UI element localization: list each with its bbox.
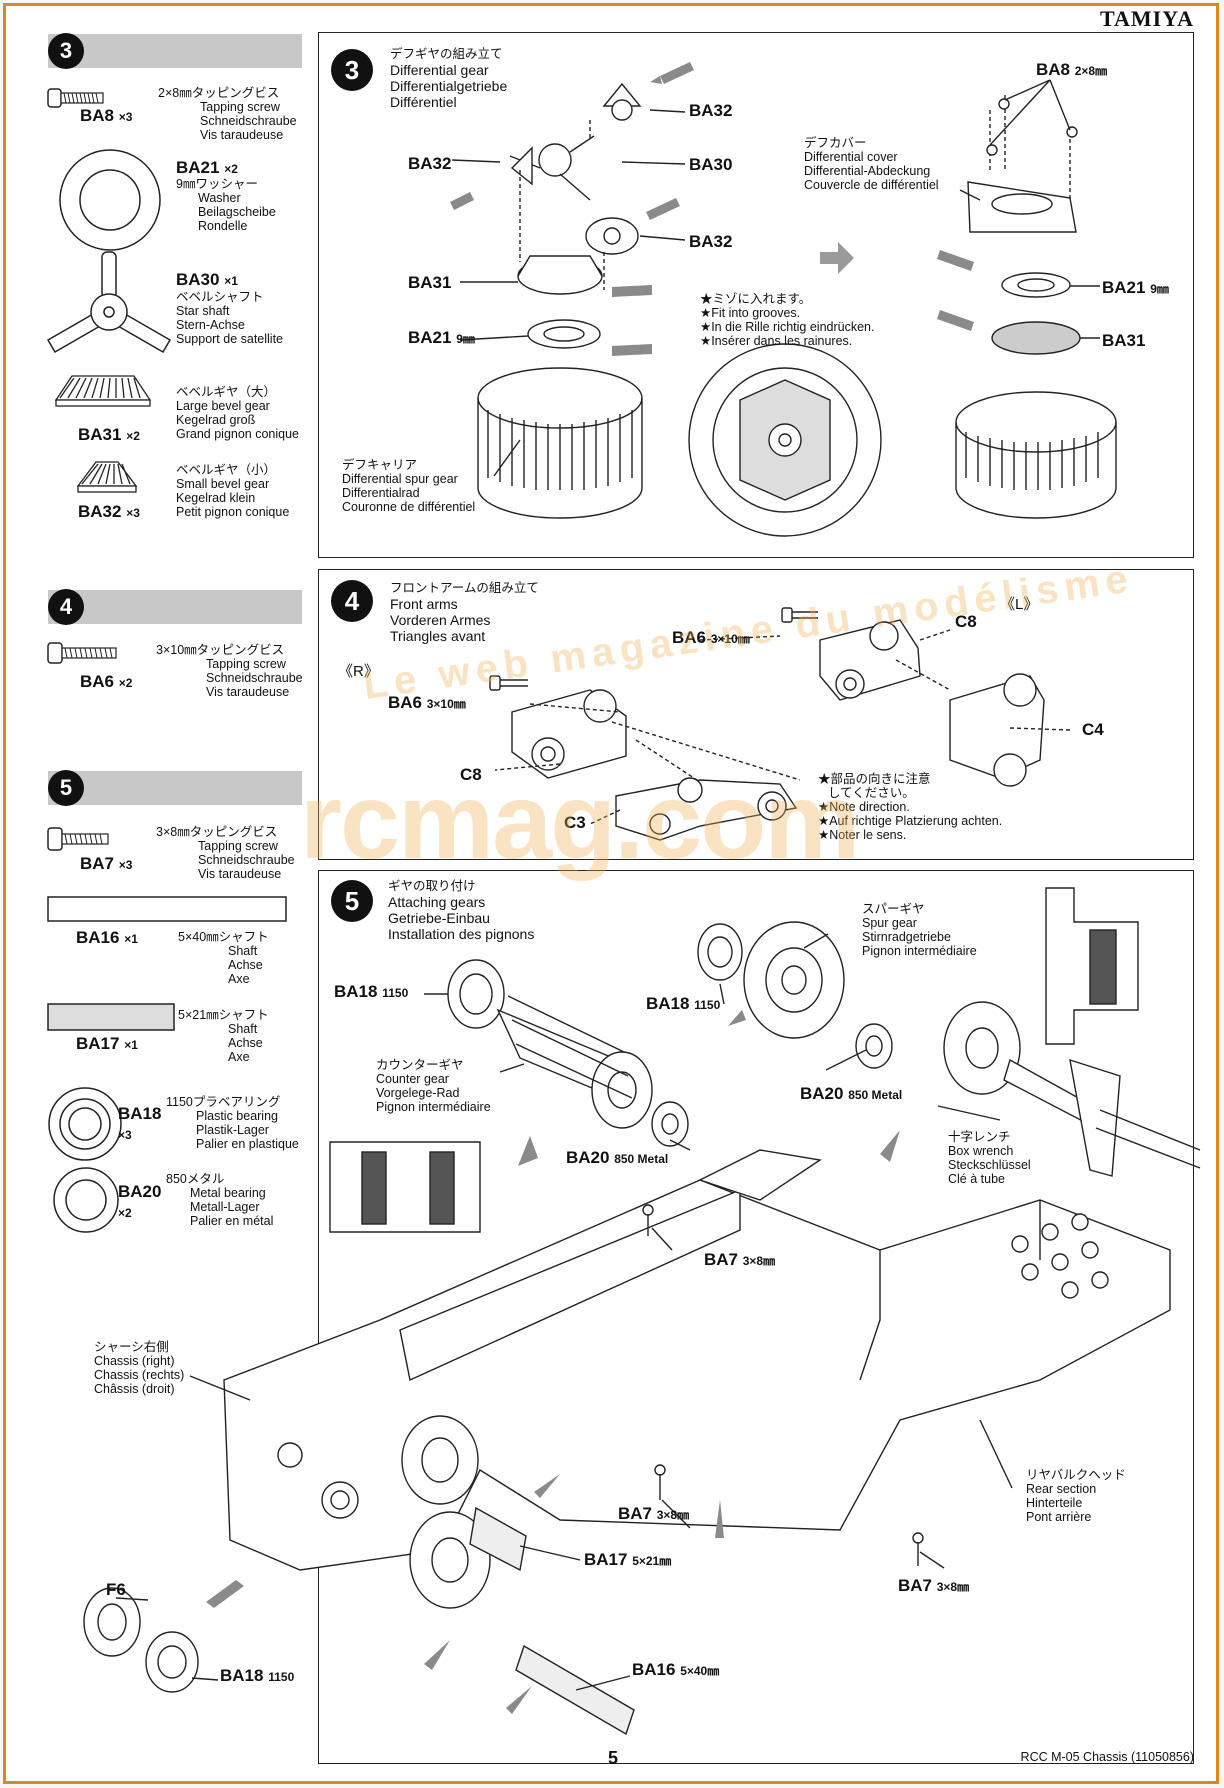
step5-label-ba7-a: BA7 3×8㎜ — [704, 1250, 776, 1269]
step5-label-ba18-c: BA18 1150 — [220, 1666, 295, 1685]
footer-title: RCC M-05 Chassis (11050856) — [1020, 1750, 1194, 1764]
part-desc-ba18: 1150プラベアリング Plastic bearing Plastik-Lage… — [166, 1095, 299, 1151]
step3-label-ba8: BA8 2×8㎜ — [1036, 60, 1108, 79]
step4-left-mark: 《L》 — [1000, 596, 1039, 613]
step4-label-ba6-upper: BA6 3×10㎜ — [672, 628, 750, 647]
washer-icon — [59, 149, 161, 251]
sidebar-step3-header — [48, 34, 302, 68]
part-code-ba32: BA32 ×3 — [78, 502, 140, 521]
part-desc-ba32: ベベルギヤ（小） Small bevel gear Kegelrad klein… — [176, 463, 290, 519]
part-code-ba30: BA30 ×1 — [176, 270, 238, 289]
part-desc-ba16: 5×40㎜シャフト Shaft Achse Axe — [178, 930, 269, 986]
sidebar-step4-header — [48, 590, 302, 624]
step5-label-f6: F6 — [106, 1580, 126, 1599]
screw-icon — [47, 642, 117, 664]
part-code-ba18: BA18×3 — [118, 1104, 162, 1142]
sidebar-step4-number: 4 — [48, 589, 84, 625]
star-shaft-icon — [46, 251, 172, 354]
step3-label-ba30: BA30 — [689, 155, 733, 174]
part-desc-ba8: 2×8㎜タッピングビス Tapping screw Schneidschraub… — [158, 86, 297, 142]
part-desc-ba30: ベベルシャフト Star shaft Stern-Achse Support d… — [176, 290, 284, 346]
step5-number: 5 — [331, 880, 373, 922]
part-desc-ba20: 850メタル Metal bearing Metall-Lager Palier… — [166, 1172, 274, 1228]
part-desc-ba21: 9㎜ワッシャー Washer Beilagscheibe Rondelle — [176, 177, 276, 233]
part-code-ba21: BA21 ×2 — [176, 158, 238, 177]
step5-label-ba16: BA16 5×40㎜ — [632, 1660, 720, 1679]
metal-bearing-icon — [53, 1167, 119, 1233]
long-shaft-icon — [47, 896, 287, 922]
step5-label-ba17: BA17 5×21㎜ — [584, 1550, 672, 1569]
part-desc-ba31: ベベルギヤ（大） Large bevel gear Kegelrad groß … — [176, 385, 300, 441]
step4-right-mark: 《R》 — [338, 663, 379, 680]
sidebar-step5-header — [48, 771, 302, 805]
step5-label-ba18-b: BA18 1150 — [646, 994, 721, 1013]
step4-label-ba6-lower: BA6 3×10㎜ — [388, 693, 466, 712]
part-code-ba8: BA8 ×3 — [80, 106, 133, 125]
screw-icon — [47, 827, 109, 851]
short-shaft-icon — [47, 1003, 175, 1031]
part-code-ba7: BA7 ×3 — [80, 854, 133, 873]
step3-label-ba32-right: BA32 — [689, 232, 733, 251]
step4-number: 4 — [331, 580, 373, 622]
brand-logo: TAMIYA — [1099, 6, 1194, 31]
screw-icon — [47, 88, 104, 108]
step4-label-c8-upper: C8 — [955, 612, 977, 631]
part-desc-ba6: 3×10㎜タッピングビス Tapping screw Schneidschrau… — [156, 643, 303, 699]
part-desc-ba17: 5×21㎜シャフト Shaft Achse Axe — [178, 1008, 269, 1064]
step3-number: 3 — [331, 49, 373, 91]
step3-label-ba31: BA31 — [408, 273, 452, 292]
part-code-ba31: BA31 ×2 — [78, 425, 140, 444]
step3-label-ba32-left: BA32 — [408, 154, 452, 173]
step3-note: ★ミゾに入れます。★Fit into grooves.★In die Rille… — [700, 292, 875, 348]
step5-label-ba20-b: BA20 850 Metal — [566, 1148, 669, 1167]
step3-label-ba32-top: BA32 — [689, 101, 733, 120]
sidebar-step5-number: 5 — [48, 770, 84, 806]
plastic-bearing-icon — [48, 1087, 122, 1161]
step5-label-ba7-b: BA7 3×8㎜ — [618, 1504, 690, 1523]
part-code-ba20: BA20×2 — [118, 1182, 162, 1220]
sidebar-step3-number: 3 — [48, 33, 84, 69]
step3-label-ba21: BA21 9㎜ — [408, 328, 475, 347]
step4-label-c8-lower: C8 — [460, 765, 482, 784]
step4-note: ★部品の向きに注意してください。 ★Note direction.★Auf ri… — [818, 772, 1003, 842]
step4-label-c3: C3 — [564, 813, 586, 832]
step3-label-ba21-right: BA21 9㎜ — [1102, 278, 1169, 297]
small-bevel-gear-icon — [76, 461, 138, 493]
page-number: 5 — [608, 1748, 619, 1768]
part-code-ba6: BA6 ×2 — [80, 672, 133, 691]
direction-arrow-icons — [450, 62, 974, 356]
step3-title: デフギヤの組み立て Differential gear Differential… — [390, 47, 508, 110]
step4-label-c4: C4 — [1082, 720, 1104, 739]
step5-label-ba20-a: BA20 850 Metal — [800, 1084, 903, 1103]
step5-label-ba7-c: BA7 3×8㎜ — [898, 1576, 970, 1595]
step5-label-ba18-a: BA18 1150 — [334, 982, 409, 1001]
part-desc-ba7: 3×8㎜タッピングビス Tapping screw Schneidschraub… — [156, 825, 295, 881]
large-bevel-gear-icon — [54, 375, 152, 407]
part-code-ba16: BA16 ×1 — [76, 928, 138, 947]
step3-label-ba31-right: BA31 — [1102, 331, 1146, 350]
part-code-ba17: BA17 ×1 — [76, 1034, 138, 1053]
direction-arrow-icons — [206, 1010, 900, 1714]
